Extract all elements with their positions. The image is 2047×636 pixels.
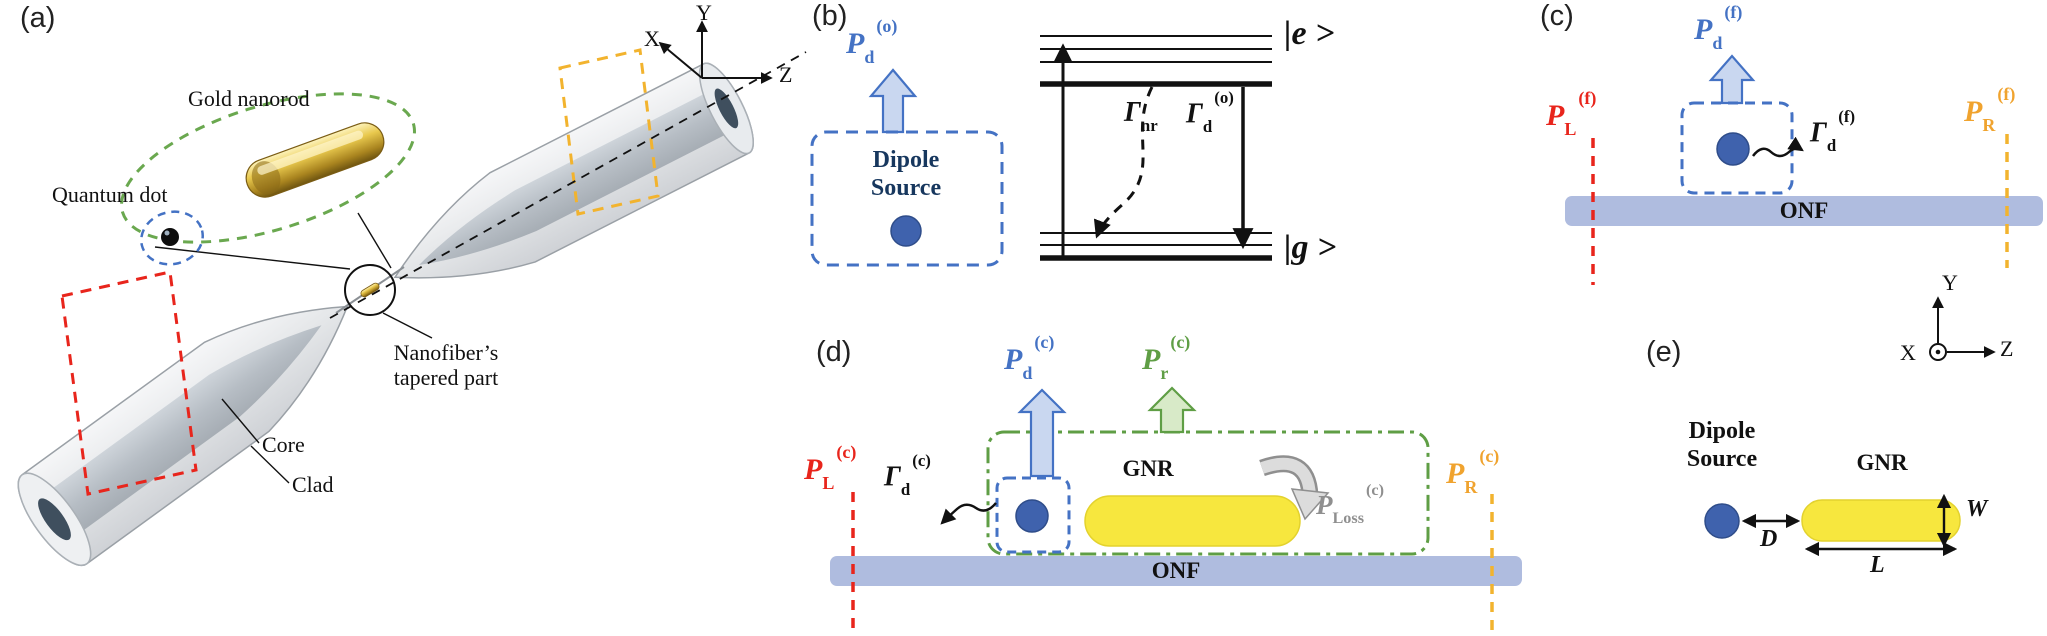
callout-line-right bbox=[357, 212, 392, 269]
fiber-lower-core-endface bbox=[38, 498, 71, 541]
clad-pointer-line bbox=[250, 445, 290, 484]
taper-label-line2: tapered part bbox=[393, 365, 499, 391]
blue-dashed-ellipse bbox=[140, 210, 204, 266]
fiber-axis-dashed-line bbox=[329, 51, 807, 319]
gnr-rod-e bbox=[1801, 499, 1961, 542]
axis-c-x-dot bbox=[1935, 349, 1941, 355]
fiber-upper-clad bbox=[393, 62, 754, 279]
axis-a-z-label: Z bbox=[779, 62, 793, 87]
ploss-arrowhead bbox=[1290, 488, 1330, 521]
pr-f-label: PR(f) bbox=[1964, 84, 2016, 136]
gamma-d-c-label: Γd(c) bbox=[884, 450, 931, 499]
ket-e-label: |e > bbox=[1284, 15, 1335, 52]
gamma-d-o-label: Γd(o) bbox=[1186, 87, 1234, 136]
energy-levels bbox=[1040, 35, 1272, 261]
panel-d-diagram bbox=[830, 386, 1522, 634]
gold-nanorod-highlight bbox=[257, 130, 364, 175]
scatter-box-d bbox=[986, 430, 1430, 556]
pd-c-label: Pd(c) bbox=[1004, 332, 1055, 384]
core-label: Core bbox=[262, 432, 305, 457]
axis-a-y-label: Y bbox=[696, 0, 712, 25]
pr-c-radiated-label: Pr(c) bbox=[1142, 332, 1191, 384]
green-dashed-ellipse bbox=[120, 92, 416, 244]
pd-f-label: Pd(f) bbox=[1694, 2, 1743, 54]
gamma-d-c-wavy-arrow bbox=[940, 502, 997, 525]
quantum-dot bbox=[161, 228, 179, 246]
dipole-circle-d bbox=[1015, 499, 1049, 533]
quantum-dot-highlight bbox=[164, 230, 170, 236]
gamma-nr-arrow bbox=[1093, 86, 1154, 239]
pd-f-block-arrow bbox=[1708, 54, 1756, 105]
axis-a-x-label: X bbox=[644, 26, 660, 51]
axes-c bbox=[1929, 296, 1996, 361]
taper-label: Nanofiber’s tapered part bbox=[366, 340, 526, 391]
dipole-source-label-e: Dipole Source bbox=[1686, 418, 1758, 472]
panel-b-diagram bbox=[810, 35, 1272, 267]
panel-b-tag: (b) bbox=[812, 0, 848, 32]
nanorod-zoom-group bbox=[120, 92, 416, 266]
onf-bar-c bbox=[1565, 196, 2043, 226]
ploss-arrow-fill bbox=[1260, 457, 1316, 497]
fiber-upper bbox=[393, 62, 754, 279]
waist-nanorod bbox=[360, 282, 380, 298]
onf-bar-d bbox=[830, 556, 1522, 586]
dipole-box-b bbox=[810, 130, 1004, 267]
fiber-lower bbox=[17, 305, 349, 567]
yellow-measurement-plane bbox=[558, 48, 660, 216]
pd-c-block-arrow bbox=[1017, 388, 1067, 478]
gnr-rod-d bbox=[1084, 495, 1301, 547]
gamma-nr-label: Γnr bbox=[1124, 97, 1158, 135]
dim-w-label: W bbox=[1966, 496, 1988, 522]
gnr-label-e: GNR bbox=[1856, 450, 1908, 475]
gamma-d-f-wavy-arrow bbox=[1752, 136, 1804, 158]
dim-l-label: L bbox=[1870, 552, 1885, 578]
axis-c-y-label: Y bbox=[1942, 270, 1958, 295]
gold-nanorod bbox=[245, 122, 385, 198]
panel-a-tag: (a) bbox=[20, 2, 56, 34]
pr-c-label: PR(c) bbox=[1446, 446, 1500, 498]
quantum-dot-label: Quantum dot bbox=[52, 182, 168, 207]
dipole-box-d bbox=[995, 476, 1071, 554]
panel-e-tag: (e) bbox=[1646, 336, 1682, 368]
dipole-source-label-b: Dipole Source bbox=[870, 147, 942, 201]
taper-label-line1: Nanofiber’s bbox=[393, 340, 499, 365]
panel-c-tag: (c) bbox=[1540, 0, 1574, 32]
gnr-label-d: GNR bbox=[1122, 456, 1174, 481]
pr-c-block-arrow bbox=[1147, 386, 1197, 434]
ploss-c-label: PLoss(c) bbox=[1316, 481, 1384, 528]
panel-c-diagram bbox=[1565, 54, 2043, 361]
clad-label: Clad bbox=[292, 472, 334, 497]
axes-a bbox=[658, 20, 773, 84]
core-pointer-line bbox=[221, 398, 260, 444]
ket-g-label: |g > bbox=[1284, 229, 1337, 266]
pd-o-block-arrow bbox=[868, 68, 918, 134]
axis-c-x-label: X bbox=[1900, 340, 1916, 365]
pl-c-label: PL(c) bbox=[804, 442, 857, 494]
gold-nanorod-label: Gold nanorod bbox=[188, 86, 310, 111]
dipole-circle-b bbox=[890, 215, 922, 247]
dim-d-label: D bbox=[1760, 526, 1778, 552]
taper-pointer-line bbox=[382, 312, 433, 339]
pd-o-label: Pd(o) bbox=[846, 16, 898, 68]
panel-a-illustration bbox=[17, 20, 807, 567]
callout-line-left bbox=[154, 246, 351, 270]
gamma-d-f-label: Γd(f) bbox=[1810, 106, 1856, 155]
red-measurement-plane bbox=[60, 270, 198, 496]
axis-c-z-label: Z bbox=[2000, 336, 2014, 361]
onf-label-c: ONF bbox=[1779, 198, 1829, 223]
magnifier-circle bbox=[344, 264, 396, 316]
onf-label-d: ONF bbox=[1151, 558, 1201, 583]
panel-d-tag: (d) bbox=[816, 336, 852, 368]
dipole-circle-e bbox=[1704, 503, 1740, 539]
dipole-circle-c bbox=[1716, 132, 1750, 166]
fiber-upper-core-endface bbox=[714, 88, 739, 129]
pl-f-label: PL(f) bbox=[1546, 88, 1597, 140]
panel-e-diagram bbox=[1704, 493, 1961, 557]
axis-a-x bbox=[658, 41, 703, 79]
